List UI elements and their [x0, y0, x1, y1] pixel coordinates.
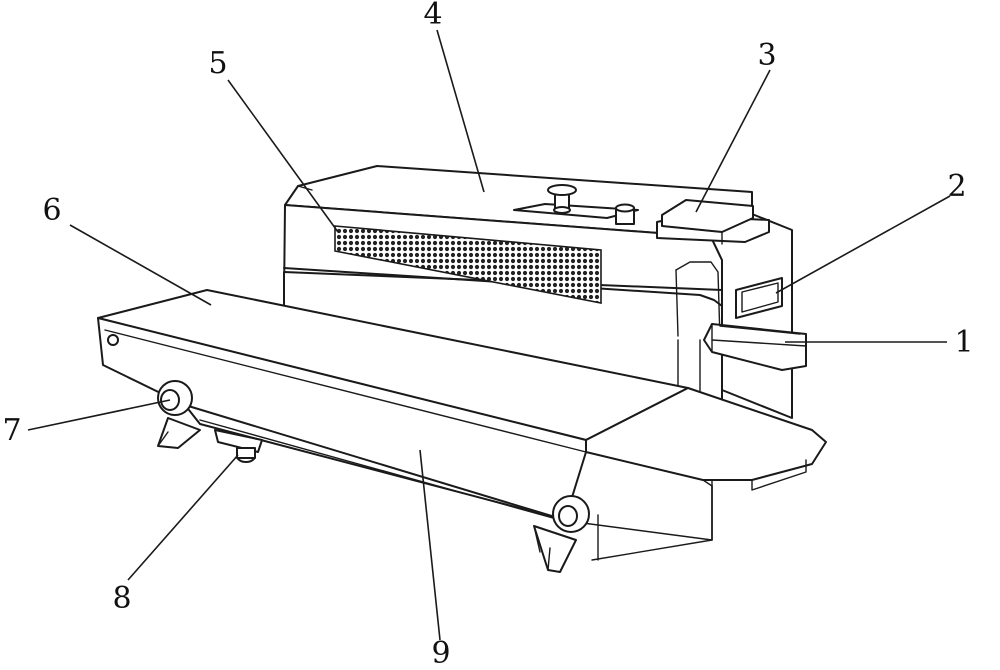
conveyor-assembly	[97, 289, 827, 561]
leader-lines	[27, 29, 951, 641]
left-leg	[157, 417, 201, 449]
indicator-button	[615, 203, 635, 225]
control-knob	[547, 184, 577, 214]
adjust-foot	[214, 429, 263, 463]
label-9: 9	[431, 636, 450, 670]
side-window	[735, 277, 783, 319]
label-1: 1	[954, 325, 973, 360]
label-6: 6	[42, 193, 61, 228]
right-roller	[552, 495, 590, 533]
label-5: 5	[208, 46, 227, 81]
label-8: 8	[112, 581, 131, 616]
label-4: 4	[423, 0, 442, 32]
label-2: 2	[947, 169, 966, 204]
label-3: 3	[757, 38, 776, 73]
left-roller	[157, 380, 193, 416]
right-leg	[533, 525, 577, 573]
feed-slot	[703, 323, 807, 371]
label-7: 7	[2, 413, 21, 448]
vent-grille	[334, 225, 602, 304]
display-module	[656, 199, 770, 245]
control-panel-plate	[513, 203, 639, 219]
